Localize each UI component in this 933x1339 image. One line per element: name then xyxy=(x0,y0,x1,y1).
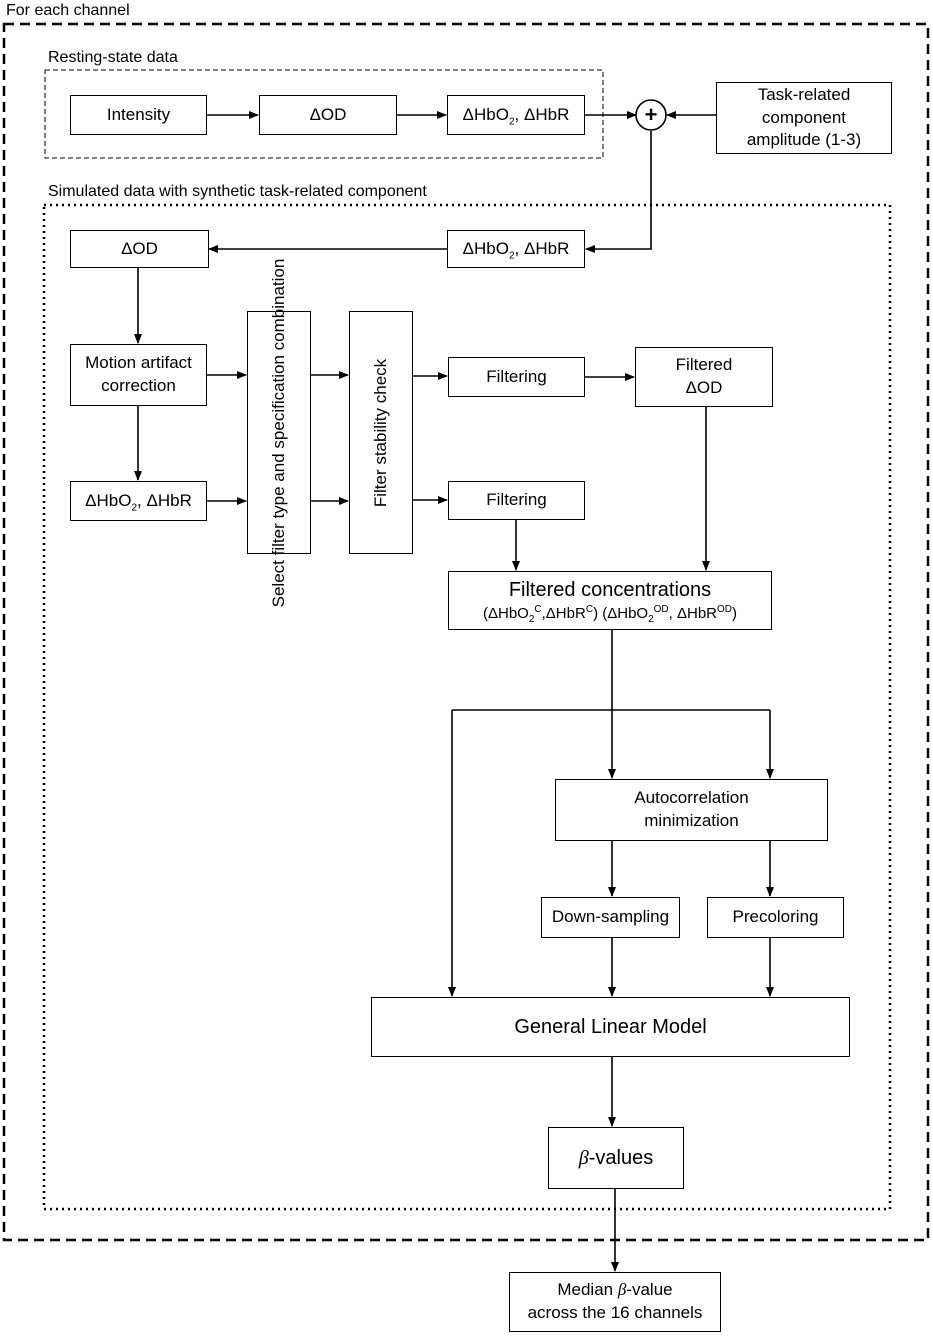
glm-label: General Linear Model xyxy=(514,1015,707,1038)
resting-state-frame xyxy=(44,69,604,159)
delta-od-label: ΔOD xyxy=(121,238,158,258)
delta-od-box-resting: ΔOD xyxy=(259,95,397,135)
plus-symbol: + xyxy=(644,102,658,127)
filtered-od-label: Filtered ΔOD xyxy=(675,355,733,397)
hb-box-simulated: ΔHbO2, ΔHbR xyxy=(447,230,585,268)
filtered-concentrations-label: Filtered concentrations (ΔHbO2C,ΔHbRC) (… xyxy=(482,578,738,625)
resting-state-label: Resting-state data xyxy=(48,49,178,66)
stability-check-label: Filter stability check xyxy=(370,358,390,507)
task-amplitude-label: Task-related component amplitude (1-3) xyxy=(746,84,862,150)
motion-correction-label: Motion artifact correction xyxy=(85,353,192,395)
hb-label: ΔHbO2, ΔHbR xyxy=(462,104,570,127)
outer-channel-frame xyxy=(2,22,930,1242)
filtering-box-od: Filtering xyxy=(448,357,585,397)
beta-values-label: β-values xyxy=(578,1146,654,1169)
simulated-data-frame xyxy=(42,203,892,1211)
precoloring-box: Precoloring xyxy=(707,897,844,938)
precoloring-label: Precoloring xyxy=(732,907,819,927)
filtering-label: Filtering xyxy=(486,490,547,510)
autocorrelation-label: Autocorrelation minimization xyxy=(634,788,749,830)
hb-box-resting: ΔHbO2, ΔHbR xyxy=(447,95,585,135)
intensity-label: Intensity xyxy=(106,104,171,124)
motion-correction-box: Motion artifact correction xyxy=(70,344,207,406)
filtering-label: Filtering xyxy=(486,366,547,386)
delta-od-box-simulated: ΔOD xyxy=(70,230,209,268)
median-beta-label: Median β-value across the 16 channels xyxy=(527,1280,703,1322)
glm-box: General Linear Model xyxy=(371,997,850,1057)
select-filter-box: Select filter type and specification com… xyxy=(247,258,311,607)
filtered-od-box: Filtered ΔOD xyxy=(635,347,773,407)
median-beta-box: Median β-value across the 16 channels xyxy=(509,1272,721,1332)
hb-box-left: ΔHbO2, ΔHbR xyxy=(70,481,207,521)
hb-label: ΔHbO2, ΔHbR xyxy=(85,490,192,513)
outer-channel-label: For each channel xyxy=(6,2,130,19)
simulated-data-label: Simulated data with synthetic task-relat… xyxy=(48,183,427,200)
sum-junction xyxy=(635,99,667,131)
autocorrelation-box: Autocorrelation minimization xyxy=(555,779,828,841)
hb-label: ΔHbO2, ΔHbR xyxy=(462,238,570,261)
filtering-box-conc: Filtering xyxy=(448,481,585,520)
downsampling-label: Down-sampling xyxy=(551,907,670,927)
task-amplitude-box: Task-related component amplitude (1-3) xyxy=(716,82,892,154)
filtered-concentrations-box: Filtered concentrations (ΔHbO2C,ΔHbRC) (… xyxy=(448,571,772,630)
stability-check-box: Filter stability check xyxy=(349,311,413,554)
beta-values-box: β-values xyxy=(548,1127,684,1189)
downsampling-box: Down-sampling xyxy=(541,897,680,938)
select-filter-label: Select filter type and specification com… xyxy=(268,258,288,607)
intensity-box: Intensity xyxy=(70,95,207,135)
delta-od-label: ΔOD xyxy=(309,104,347,124)
